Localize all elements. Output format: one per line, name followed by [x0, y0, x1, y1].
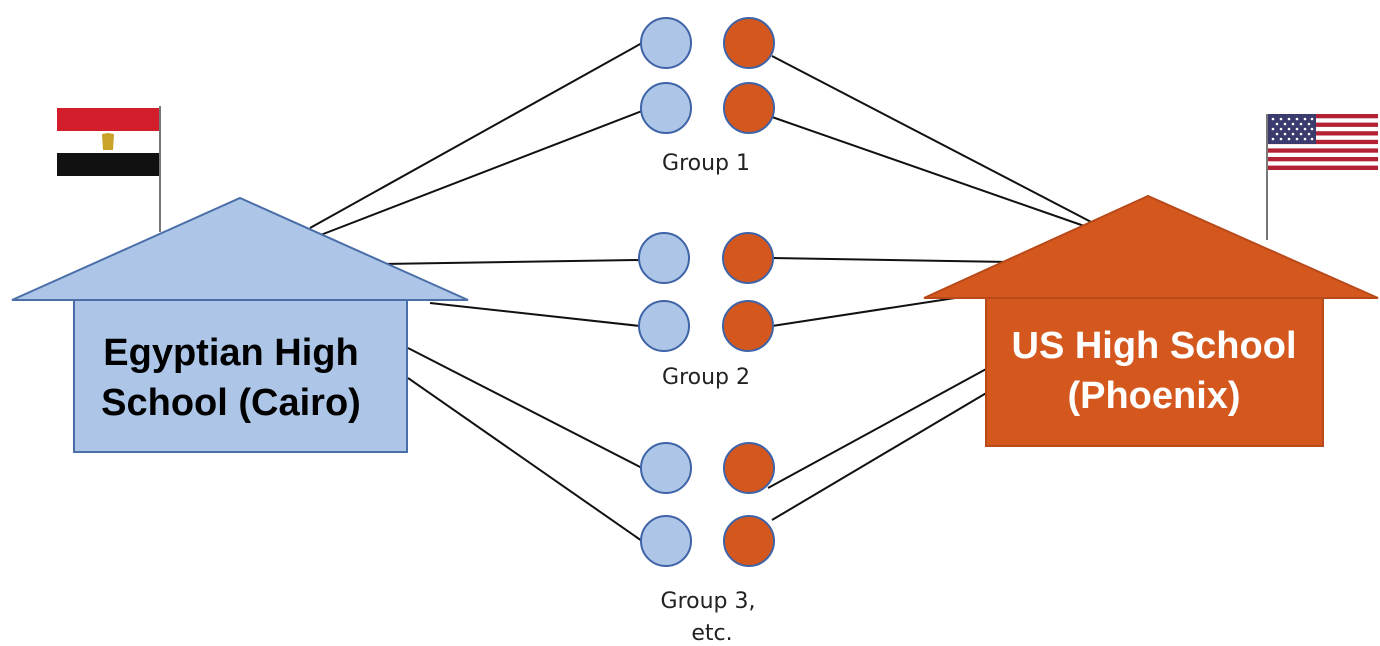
group-label: Group 2 — [662, 365, 750, 390]
us-student-circle — [723, 17, 775, 69]
us-student-circle — [723, 82, 775, 134]
us-flag-canton — [1268, 114, 1316, 144]
us-student-circle — [723, 515, 775, 567]
connector-us-g1a — [771, 55, 1096, 225]
egypt-house-body — [73, 299, 408, 453]
connector-egypt-g3b — [407, 377, 643, 542]
egypt-flag-red-stripe — [57, 108, 159, 131]
group-1: Group 1 — [640, 17, 775, 176]
group-label-continuation: etc. — [691, 621, 732, 646]
group-label: Group 3, — [661, 589, 756, 614]
egypt-flag-icon — [57, 106, 161, 232]
egypt-student-circle — [638, 300, 690, 352]
egypt-flag-eagle-icon — [102, 133, 114, 150]
us-flag-stripe — [1268, 122, 1378, 127]
connector-egypt-g2b — [429, 302, 641, 327]
connector-egypt-g2a — [381, 259, 641, 265]
us-flag-stripe — [1268, 139, 1378, 145]
us-school-label-line2: (Phoenix) — [1067, 375, 1240, 417]
us-flag-stripe — [1268, 165, 1378, 170]
connector-egypt-g1a — [309, 42, 643, 229]
us-flag-stripe — [1268, 114, 1378, 119]
us-student-circle — [722, 300, 774, 352]
connector-egypt-g3a — [407, 347, 643, 469]
us-student-circle — [723, 442, 775, 494]
egypt-school-house: Egyptian High School (Cairo) — [11, 196, 469, 453]
egypt-flag-black-stripe — [57, 153, 159, 176]
connector-us-g2b — [771, 297, 956, 327]
us-house-roof — [923, 194, 1379, 299]
us-flag-stars — [1271, 117, 1314, 141]
us-student-circle — [722, 232, 774, 284]
egypt-student-circle — [640, 442, 692, 494]
us-school-house: US High School (Phoenix) — [923, 194, 1379, 447]
egypt-student-circle — [640, 17, 692, 69]
connector-egypt-g1b — [317, 110, 643, 237]
group-label: Group 1 — [662, 151, 750, 176]
connector-us-g1b — [771, 116, 1091, 229]
group-3: Group 3, etc. — [640, 442, 775, 646]
connector-us-g2a — [771, 257, 1011, 263]
group-2: Group 2 — [638, 232, 774, 390]
egypt-house-roof — [11, 196, 469, 301]
egypt-student-circle — [640, 515, 692, 567]
us-flag-icon — [1266, 114, 1378, 240]
egypt-school-label-line1: Egyptian High — [103, 332, 358, 374]
us-flag-stripe — [1268, 157, 1378, 162]
connector-us-g3a — [767, 367, 989, 489]
egypt-school-label-line2: School (Cairo) — [101, 382, 361, 424]
egypt-student-circle — [640, 82, 692, 134]
connector-us-g3b — [771, 391, 989, 521]
us-school-label-line1: US High School — [1012, 325, 1297, 367]
egypt-student-circle — [638, 232, 690, 284]
connection-lines — [309, 42, 1096, 542]
us-house-body — [985, 297, 1324, 447]
us-flag-stripe — [1268, 148, 1378, 153]
us-flag-stripe — [1268, 131, 1378, 136]
